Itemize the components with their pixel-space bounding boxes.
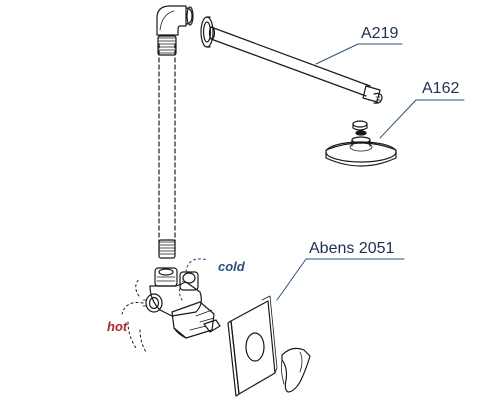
mixer-handle (280, 347, 311, 393)
mixer-valve-body (142, 267, 221, 339)
arm-leader (315, 43, 403, 65)
riser-pipe (157, 35, 177, 259)
mixer-leader (276, 258, 405, 301)
head-leader (379, 99, 465, 139)
head-model-label: A162 (422, 80, 460, 97)
shower-arm (208, 26, 383, 104)
cover-plate (227, 295, 278, 397)
wall-flange (200, 16, 214, 48)
cold-flow-arc (178, 258, 209, 301)
arm-model-label: A219 (361, 25, 399, 42)
hot-label: hot (107, 319, 128, 334)
hot-flow-arc (121, 277, 147, 353)
mixer-model-label: Abens 2051 (309, 240, 395, 257)
shower-head (325, 120, 397, 167)
elbow-fitting (156, 5, 194, 36)
cold-label: cold (218, 259, 245, 274)
